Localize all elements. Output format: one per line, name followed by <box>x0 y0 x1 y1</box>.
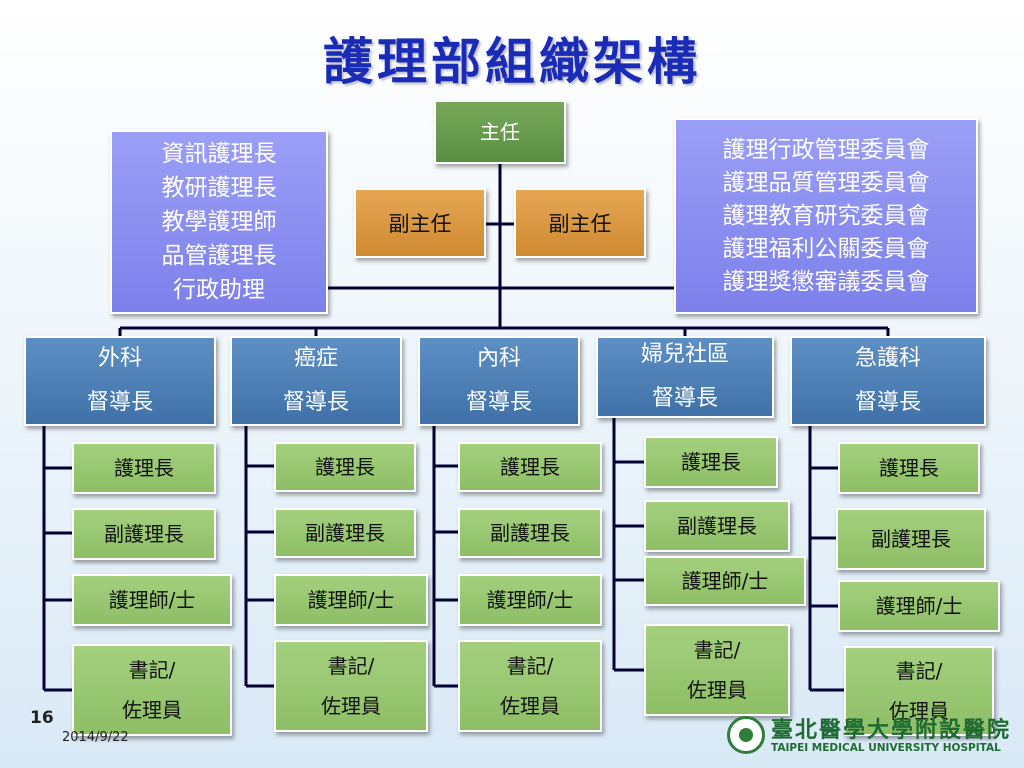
position-label: 書記/ <box>327 654 375 678</box>
hospital-emblem-icon <box>727 716 765 754</box>
deputy-director-label: 副主任 <box>548 212 612 236</box>
nurse-box: 護理師/士 <box>644 556 806 606</box>
position-label: 護理長 <box>879 456 939 480</box>
position-label: 佐理員 <box>889 699 949 723</box>
deputy-director-box-2: 副主任 <box>514 188 646 258</box>
department-box-surgery: 外科 督導長 <box>24 336 216 426</box>
position-label: 副護理長 <box>490 521 570 545</box>
position-label: 佐理員 <box>321 694 381 718</box>
hospital-name-cn: 臺北醫學大學附設醫院 <box>771 717 1012 743</box>
nurse-box: 護理師/士 <box>274 574 428 626</box>
clerk-box: 書記/ 佐理員 <box>72 644 232 736</box>
staff-box: 資訊護理長 教研護理長 教學護理師 品管護理長 行政助理 <box>110 130 328 314</box>
position-label: 護理師/士 <box>108 588 196 612</box>
position-label: 書記/ <box>693 638 741 662</box>
nurse-box: 護理師/士 <box>72 574 232 626</box>
department-name: 婦兒社區 <box>640 342 729 367</box>
position-label: 書記/ <box>895 659 943 683</box>
department-box-women-children-community: 婦兒社區 督導長 <box>596 336 774 418</box>
committee-item: 護理教育研究委員會 <box>722 202 930 229</box>
position-label: 護理長 <box>114 456 174 480</box>
position-label: 佐理員 <box>500 694 560 718</box>
department-name: 急護科 <box>854 346 921 371</box>
head-nurse-box: 護理長 <box>72 442 216 494</box>
slide-date: 2014/9/22 <box>62 730 129 745</box>
department-name: 外科 <box>97 346 142 371</box>
clerk-box: 書記/ 佐理員 <box>844 646 994 736</box>
deputy-head-nurse-box: 副護理長 <box>458 508 602 558</box>
position-label: 護理師/士 <box>681 569 769 593</box>
committee-item: 護理行政管理委員會 <box>722 136 930 163</box>
department-role: 督導長 <box>465 390 532 415</box>
deputy-head-nurse-box: 副護理長 <box>274 508 416 558</box>
position-label: 護理長 <box>681 450 741 474</box>
head-nurse-box: 護理長 <box>458 442 602 492</box>
position-label: 護理師/士 <box>307 588 395 612</box>
committee-item: 護理福利公關委員會 <box>722 235 930 262</box>
position-label: 書記/ <box>506 654 554 678</box>
position-label: 護理長 <box>500 455 560 479</box>
deputy-director-label: 副主任 <box>388 212 452 236</box>
staff-item: 教學護理師 <box>161 209 277 235</box>
deputy-head-nurse-box: 副護理長 <box>836 508 986 570</box>
hospital-name-en: TAIPEI MEDICAL UNIVERSITY HOSPITAL <box>771 742 1001 754</box>
clerk-box: 書記/ 佐理員 <box>274 640 428 732</box>
position-label: 佐理員 <box>122 698 182 722</box>
position-label: 副護理長 <box>104 522 184 546</box>
hospital-logo: 臺北醫學大學附設醫院 TAIPEI MEDICAL UNIVERSITY HOS… <box>727 712 1017 764</box>
position-label: 書記/ <box>128 658 176 682</box>
position-label: 護理師/士 <box>486 588 574 612</box>
committees-box: 護理行政管理委員會 護理品質管理委員會 護理教育研究委員會 護理福利公關委員會 … <box>674 118 978 314</box>
head-nurse-box: 護理長 <box>274 442 416 492</box>
nurse-box: 護理師/士 <box>458 574 602 626</box>
position-label: 護理師/士 <box>875 594 963 618</box>
department-role: 督導長 <box>651 386 718 411</box>
clerk-box: 書記/ 佐理員 <box>458 640 602 732</box>
committee-item: 護理獎懲審議委員會 <box>722 268 930 295</box>
position-label: 副護理長 <box>677 514 757 538</box>
clerk-box: 書記/ 佐理員 <box>644 624 790 716</box>
department-box-emergency: 急護科 督導長 <box>790 336 986 426</box>
department-name: 癌症 <box>293 346 338 371</box>
nurse-box: 護理師/士 <box>838 580 1000 632</box>
staff-item: 教研護理長 <box>161 175 277 201</box>
department-box-internal-medicine: 內科 督導長 <box>418 336 580 426</box>
department-role: 督導長 <box>854 390 921 415</box>
head-nurse-box: 護理長 <box>838 442 980 494</box>
committee-item: 護理品質管理委員會 <box>722 169 930 196</box>
staff-item: 品管護理長 <box>161 243 277 269</box>
staff-item: 資訊護理長 <box>161 141 277 167</box>
department-box-oncology: 癌症 督導長 <box>230 336 402 426</box>
page-title: 護理部組織架構 <box>323 32 701 91</box>
deputy-director-box-1: 副主任 <box>354 188 486 258</box>
position-label: 佐理員 <box>687 678 747 702</box>
director-label: 主任 <box>480 120 520 144</box>
director-box: 主任 <box>434 100 566 164</box>
deputy-head-nurse-box: 副護理長 <box>72 508 216 560</box>
staff-item: 行政助理 <box>173 277 265 303</box>
head-nurse-box: 護理長 <box>644 436 778 488</box>
position-label: 副護理長 <box>305 521 385 545</box>
department-role: 督導長 <box>86 390 153 415</box>
department-name: 內科 <box>476 346 521 371</box>
deputy-head-nurse-box: 副護理長 <box>644 500 790 552</box>
position-label: 副護理長 <box>871 527 951 551</box>
page-number: 16 <box>30 708 54 728</box>
position-label: 護理長 <box>315 455 375 479</box>
department-role: 督導長 <box>282 390 349 415</box>
